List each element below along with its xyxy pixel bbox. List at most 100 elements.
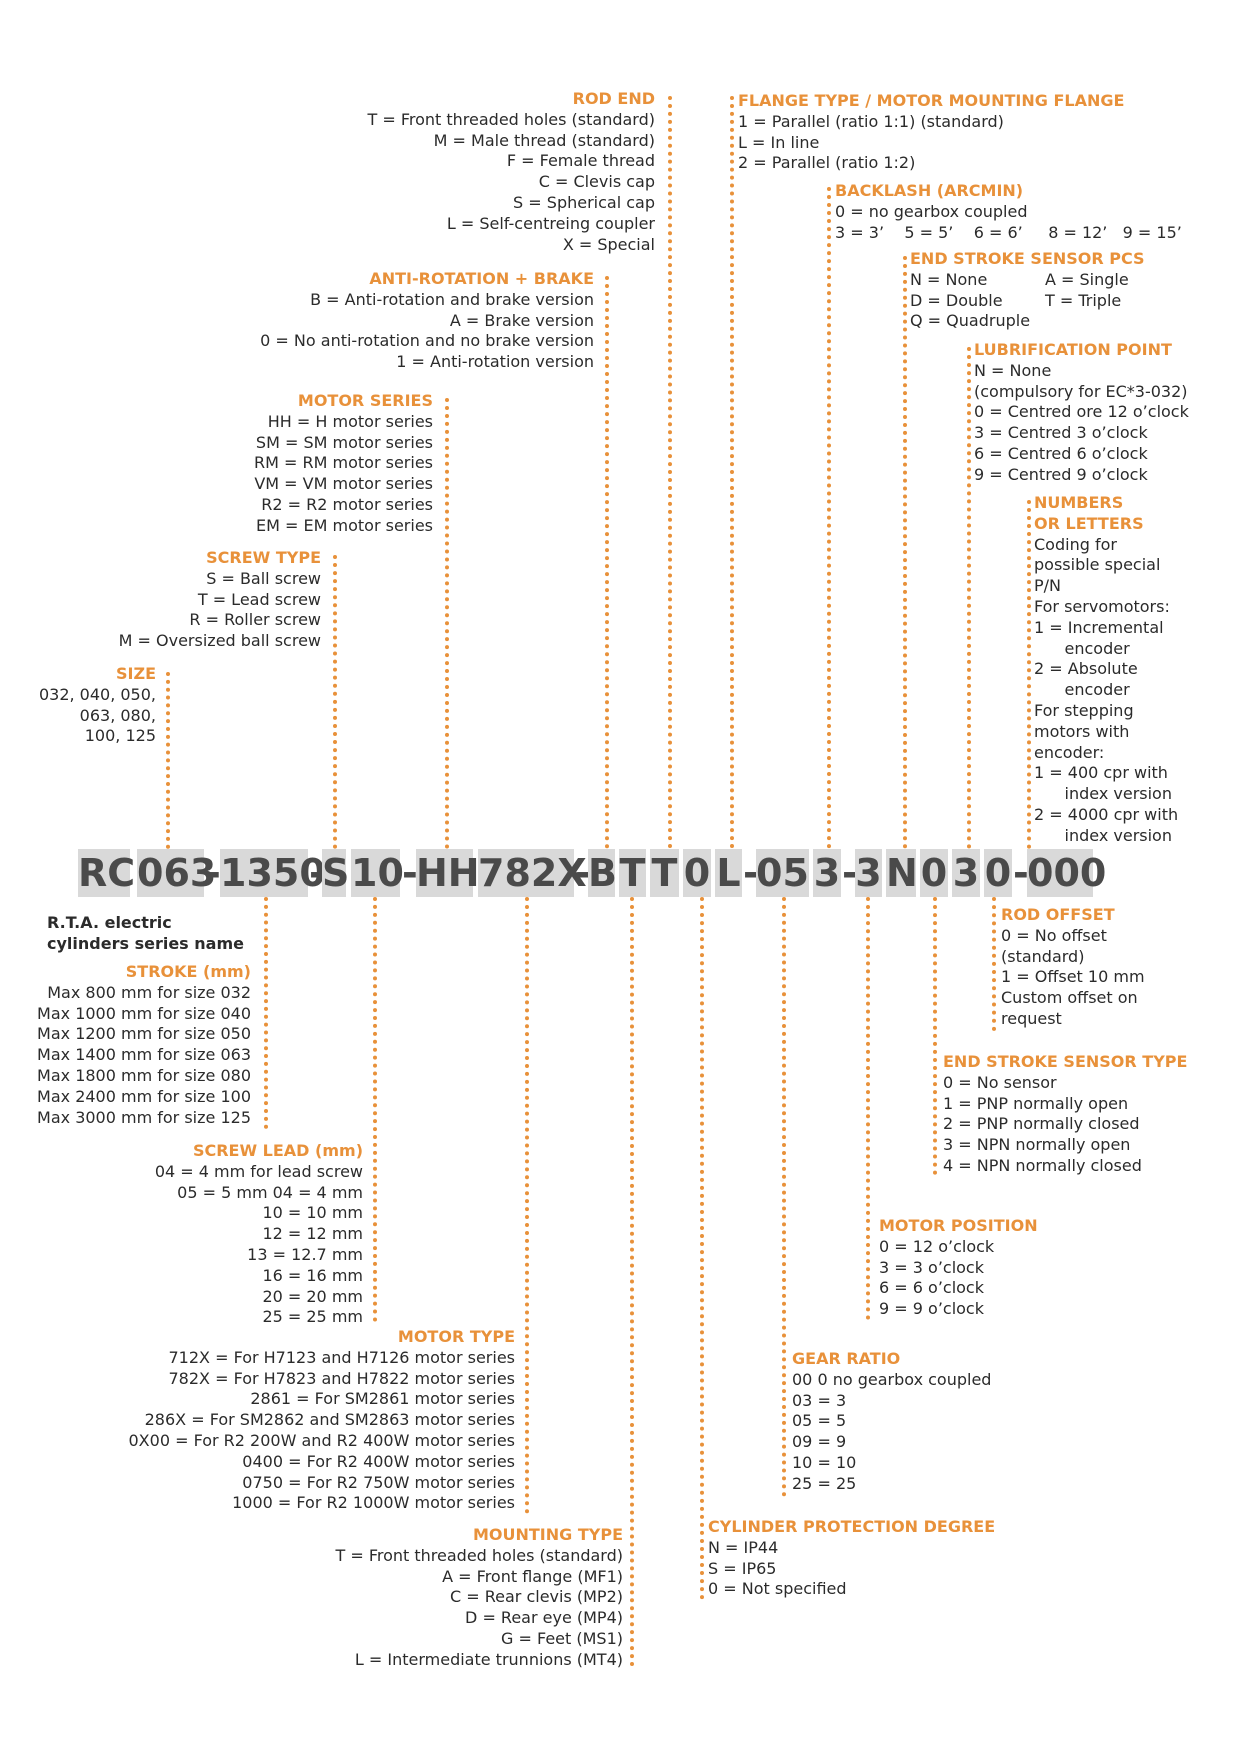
sensor-type-line: 0 = No sensor (943, 1072, 1057, 1092)
mounting-type-line: L = Intermediate trunnions (MT4) (354, 1649, 623, 1669)
code-segment-stroke: 1350 (220, 849, 326, 897)
lubrification-line: 6 = Centred 6 o’clock (974, 443, 1148, 463)
screw-lead-line: 16 = 16 mm (262, 1265, 363, 1285)
code-segment-gear-ratio: 05 (756, 849, 809, 897)
numbers-letters-line: Coding for (1034, 534, 1117, 554)
rod-offset-line: Custom offset on (1001, 988, 1138, 1008)
code-segment-rod-offset: 0 (984, 849, 1012, 897)
size-block: SIZE 032, 040, 050, 063, 080, 100, 125 (39, 664, 156, 747)
code-segment-anti-rotation: B (588, 849, 617, 897)
end-stroke-pcs-line: A = Single (1045, 270, 1129, 289)
end-stroke-pcs-right-col: A = Single T = Triple (1045, 270, 1129, 312)
code-separator: - (1013, 851, 1029, 895)
lubrification-block: LUBRIFICATION POINT N = None (compulsory… (974, 340, 1189, 486)
mounting-type-line: T = Front threaded holes (standard) (335, 1545, 623, 1565)
screw-lead-block: SCREW LEAD (mm) 04 = 4 mm for lead screw… (155, 1141, 363, 1328)
motor-series-line: RM = RM motor series (254, 453, 433, 473)
numbers-letters-line: encoder: (1034, 742, 1105, 762)
code-segment-sensor-type: 0 (920, 849, 948, 897)
sensor-type-block: END STROKE SENSOR TYPE 0 = No sensor 1 =… (943, 1052, 1187, 1177)
leader-backlash (827, 187, 831, 849)
code-separator: - (842, 851, 858, 895)
motor-type-line: 0400 = For R2 400W motor series (242, 1451, 515, 1471)
gear-ratio-title: GEAR RATIO (792, 1349, 901, 1368)
backlash-line: 0 = no gearbox coupled (835, 201, 1028, 221)
lubrification-line: 3 = Centred 3 o’clock (974, 423, 1148, 443)
sensor-type-title: END STROKE SENSOR TYPE (943, 1052, 1188, 1071)
sensor-type-line: 3 = NPN normally open (943, 1135, 1131, 1155)
code-segment-series: RC (78, 849, 136, 897)
stroke-title: STROKE (mm) (125, 962, 251, 981)
code-separator: - (743, 851, 759, 895)
sensor-type-line: 4 = NPN normally closed (943, 1155, 1142, 1175)
code-segment-size: 063 (137, 849, 217, 897)
end-stroke-pcs-title: END STROKE SENSOR PCS (910, 249, 1145, 268)
screw-lead-line: 12 = 12 mm (262, 1224, 363, 1244)
backlash-line: 3 = 3’ 5 = 5’ 6 = 6’ 8 = 12’ 9 = 15’ (835, 222, 1182, 242)
motor-type-block: MOTOR TYPE 712X = For H7123 and H7126 mo… (129, 1327, 516, 1514)
leader-motor-series (445, 398, 449, 849)
code-segment-special: 000 (1027, 849, 1107, 897)
stroke-line: Max 1200 mm for size 050 (37, 1024, 251, 1044)
leader-screw-type (333, 555, 337, 849)
end-stroke-pcs-line: N = None (910, 269, 988, 289)
rod-end-line: C = Clevis cap (538, 172, 655, 192)
gear-ratio-line: 05 = 5 (792, 1411, 847, 1431)
numbers-letters-line: encoder (1034, 680, 1130, 700)
leader-mounting-type (630, 897, 634, 1667)
numbers-letters-line: motors with (1034, 721, 1130, 741)
numbers-letters-line: For stepping (1034, 700, 1134, 720)
leader-numbers-letters (1027, 500, 1031, 849)
end-stroke-pcs-line: Q = Quadruple (910, 311, 1031, 331)
gear-ratio-line: 03 = 3 (792, 1390, 847, 1410)
leader-motor-type (525, 897, 529, 1514)
screw-lead-line: 10 = 10 mm (262, 1203, 363, 1223)
code-separator: - (205, 851, 221, 895)
code-segment-screw-lead: 10 (351, 849, 404, 897)
screw-lead-line: 04 = 4 mm for lead screw (154, 1161, 363, 1181)
numbers-letters-block: NUMBERS OR LETTERS Coding for possible s… (1034, 493, 1178, 847)
protection-block: CYLINDER PROTECTION DEGREE N = IP44 S = … (708, 1517, 995, 1600)
flange-line: 2 = Parallel (ratio 1:2) (738, 153, 916, 173)
backlash-block: BACKLASH (ARCMIN) 0 = no gearbox coupled… (835, 181, 1182, 243)
motor-type-line: 1000 = For R2 1000W motor series (232, 1493, 515, 1513)
motor-series-line: HH = H motor series (267, 411, 433, 431)
motor-series-line: EM = EM motor series (256, 515, 433, 535)
screw-type-line: R = Roller screw (189, 610, 321, 630)
motor-series-line: VM = VM motor series (254, 474, 433, 494)
size-line: 063, 080, (79, 705, 156, 725)
rod-offset-line: 0 = No offset (1001, 925, 1107, 945)
flange-title: FLANGE TYPE / MOTOR MOUNTING FLANGE (738, 91, 1125, 110)
numbers-letters-line: possible special (1034, 555, 1161, 575)
motor-type-line: 0750 = For R2 750W motor series (242, 1472, 515, 1492)
leader-lubrification (967, 347, 971, 849)
code-segment-flange: L (715, 849, 742, 897)
anti-rotation-line: 1 = Anti-rotation version (396, 352, 594, 372)
numbers-letters-line: 1 = Incremental (1034, 617, 1164, 637)
leader-rod-offset (992, 897, 996, 1031)
lubrification-line: 0 = Centred ore 12 o’clock (974, 402, 1189, 422)
flange-block: FLANGE TYPE / MOTOR MOUNTING FLANGE 1 = … (738, 91, 1124, 174)
motor-position-title: MOTOR POSITION (879, 1216, 1038, 1235)
rod-end-line: L = Self-centreing coupler (446, 213, 655, 233)
numbers-letters-line: index version (1034, 784, 1172, 804)
leader-protection (700, 897, 704, 1600)
leader-anti-rotation (605, 276, 609, 849)
numbers-letters-title: OR LETTERS (1034, 513, 1144, 533)
size-line: 100, 125 (84, 726, 156, 746)
anti-rotation-line: 0 = No anti-rotation and no brake versio… (260, 331, 594, 351)
motor-position-line: 9 = 9 o’clock (879, 1299, 984, 1319)
motor-series-block: MOTOR SERIES HH = H motor series SM = SM… (254, 391, 433, 537)
flange-line: 1 = Parallel (ratio 1:1) (standard) (738, 111, 1004, 131)
stroke-line: Max 1800 mm for size 080 (37, 1065, 251, 1085)
motor-type-line: 782X = For H7823 and H7822 motor series (168, 1368, 515, 1388)
screw-type-line: T = Lead screw (197, 589, 321, 609)
numbers-letters-line: P/N (1034, 576, 1062, 596)
screw-lead-line: 20 = 20 mm (262, 1286, 363, 1306)
gear-ratio-line: 09 = 9 (792, 1432, 847, 1452)
mounting-type-line: A = Front flange (MF1) (442, 1566, 623, 1586)
code-segment-motor-position: 3 (855, 849, 882, 897)
rod-end-title: ROD END (572, 89, 655, 108)
anti-rotation-line: A = Brake version (449, 310, 594, 330)
code-segment-backlash: 3 (813, 849, 841, 897)
